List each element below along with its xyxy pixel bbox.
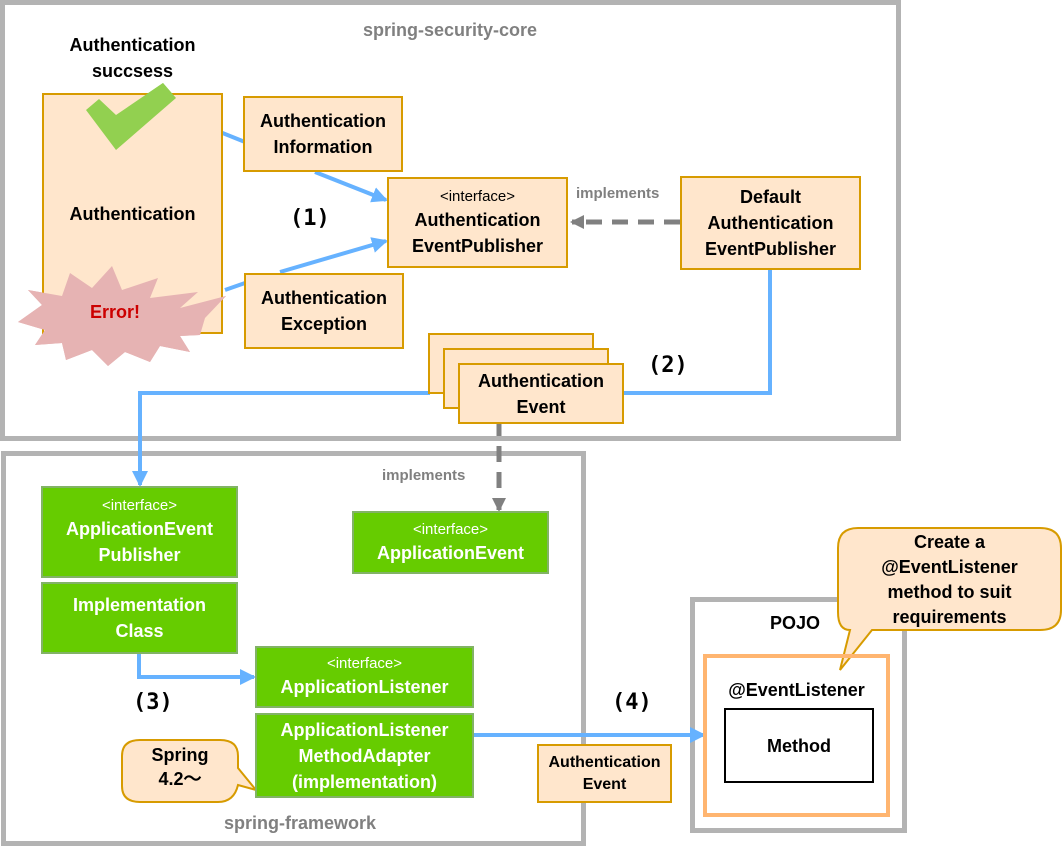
step-4-label: (4) <box>612 690 652 715</box>
spring-note-line-1: Spring <box>151 745 209 765</box>
auth-event-box: Authentication Event <box>458 363 624 424</box>
pojo-title: POJO <box>769 613 821 633</box>
authentication-box: Authentication <box>42 93 223 334</box>
event-listener-annotation-label: @EventListener <box>728 680 865 700</box>
default-publisher-line-2: Authentication <box>707 213 834 233</box>
auth-information-box: Authentication Information <box>243 96 403 172</box>
arrow-info-to-publisher <box>314 170 388 203</box>
payload-line-1: Authentication <box>548 753 661 771</box>
default-publisher-line-1: Default <box>739 187 801 207</box>
auth-event-publisher-line-2: EventPublisher <box>411 235 544 256</box>
arrow-exception-to-publisher <box>279 237 388 274</box>
auth-event-publisher-line-1: Authentication <box>414 209 541 230</box>
spring-framework-container <box>1 451 586 846</box>
spring-version-note: Spring 4.2〜 <box>122 743 238 791</box>
stereotype-label: <interface> <box>326 655 403 672</box>
auth-event-line-1: Authentication <box>478 370 604 391</box>
stereotype-label: <interface> <box>412 520 489 538</box>
adapter-line-3: (implementation) <box>291 771 437 792</box>
auth-exception-line-2: Exception <box>280 314 368 334</box>
auth-success-line-1: Authentication <box>69 35 196 55</box>
method-box: Method <box>724 708 874 783</box>
spring-security-core-title: spring-security-core <box>362 20 538 40</box>
arrow-event-to-app-publisher <box>132 391 430 487</box>
spring-note-callout <box>121 739 259 803</box>
stereotype-label: <interface> <box>439 187 516 205</box>
adapter-line-1: ApplicationListener <box>280 719 449 740</box>
step-2-label: (2) <box>648 353 688 378</box>
spring-framework-title: spring-framework <box>223 813 377 833</box>
app-event-publisher-line-2: Publisher <box>98 545 181 565</box>
adapter-line-2: MethodAdapter <box>298 745 431 766</box>
default-publisher-line-3: EventPublisher <box>704 239 837 259</box>
app-listener-interface: <interface> ApplicationListener <box>255 646 474 708</box>
implements-label-security: implements <box>576 185 660 202</box>
default-auth-event-publisher-box: Default Authentication EventPublisher <box>680 176 861 270</box>
app-event-label: ApplicationEvent <box>376 542 524 563</box>
auth-event-payload-box: Authentication Event <box>537 744 672 803</box>
auth-event-publisher-interface: <interface> Authentication EventPublishe… <box>387 177 568 268</box>
app-event-publisher-interface: <interface> ApplicationEvent Publisher <box>41 486 238 578</box>
spring-note-line-2: 4.2〜 <box>158 769 202 789</box>
auth-success-line-2: succsess <box>91 61 174 81</box>
app-listener-method-adapter-box: ApplicationListener MethodAdapter (imple… <box>255 713 474 798</box>
auth-information-line-2: Information <box>273 137 373 157</box>
auth-exception-line-1: Authentication <box>261 288 387 308</box>
app-event-publisher-line-1: ApplicationEvent <box>65 519 213 539</box>
step-1-label: (1) <box>290 206 330 231</box>
callout-line-4: requirements <box>892 607 1007 627</box>
auth-success-label: Authentication succsess <box>40 32 225 84</box>
app-listener-label: ApplicationListener <box>280 677 449 697</box>
callout-line-1: Create a <box>913 532 986 552</box>
callout-line-2: @EventListener <box>881 557 1018 577</box>
auth-exception-box: Authentication Exception <box>244 273 404 349</box>
app-event-interface: <interface> ApplicationEvent <box>352 511 549 574</box>
step-3-label: (3) <box>133 690 173 715</box>
arrow-impl-to-listener <box>137 653 256 685</box>
implements-label-framework: implements <box>382 467 466 484</box>
arrow-error-to-exception <box>224 281 246 292</box>
error-label: Error! <box>89 302 140 322</box>
requirement-callout-text: Create a @EventListener method to suit r… <box>838 530 1061 630</box>
stereotype-label: <interface> <box>101 497 178 514</box>
auth-information-line-1: Authentication <box>260 111 386 131</box>
impl-class-line-1: Implementation <box>72 595 206 615</box>
payload-line-2: Event <box>582 775 627 793</box>
authentication-label: Authentication <box>69 203 196 224</box>
implementation-class-box: Implementation Class <box>41 582 238 654</box>
event-listener-annotation-box <box>703 654 890 817</box>
impl-class-line-2: Class <box>115 621 164 641</box>
pojo-container <box>690 597 907 833</box>
arrow-default-publisher-to-event <box>622 270 772 395</box>
spring-security-core-container <box>0 0 901 441</box>
requirement-callout <box>837 527 1062 671</box>
method-label: Method <box>767 735 831 756</box>
callout-line-3: method to suit <box>887 582 1012 602</box>
auth-event-line-2: Event <box>516 396 566 417</box>
